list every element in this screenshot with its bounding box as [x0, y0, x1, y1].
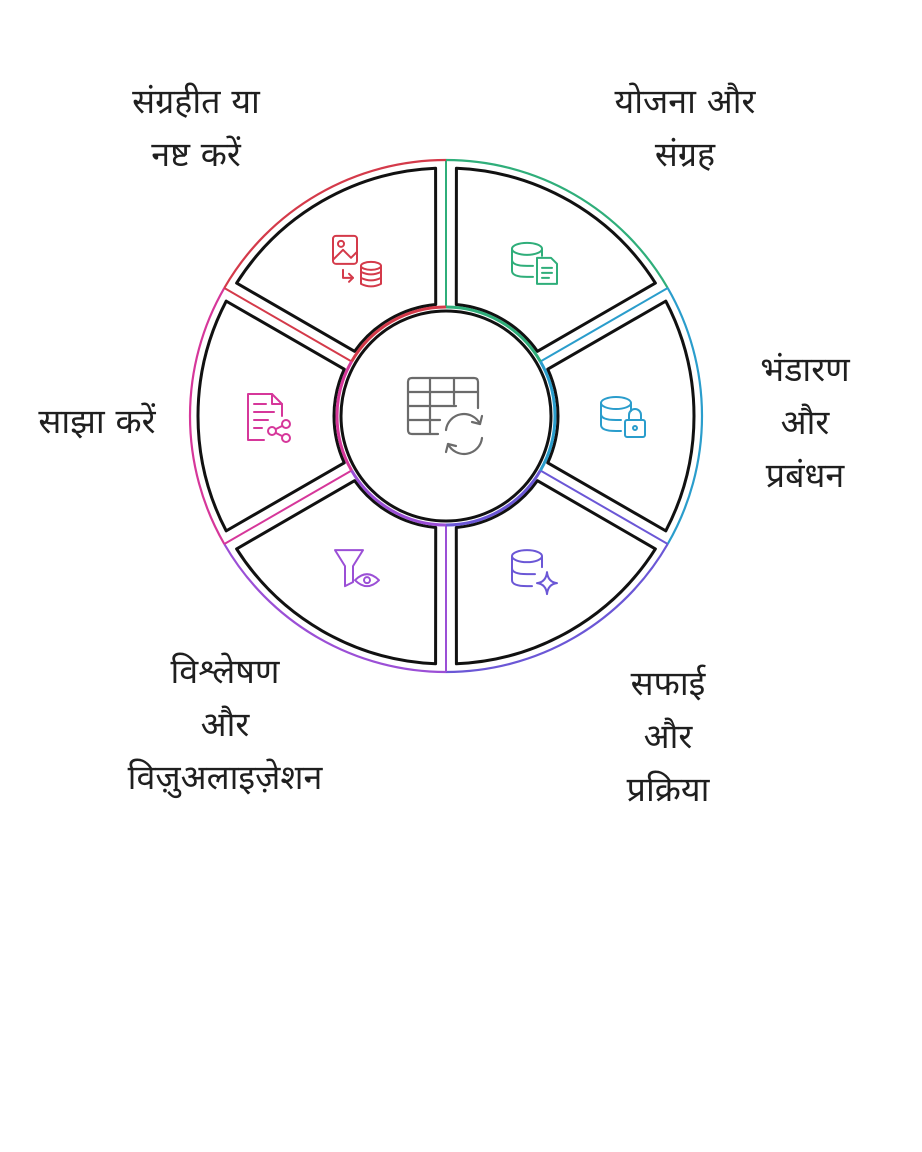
outer-ring-arc-plan — [445, 158, 669, 289]
center-hub — [339, 309, 553, 523]
divider-line-store — [539, 287, 669, 363]
segment-clean — [454, 479, 657, 666]
segment-analyze — [235, 479, 438, 666]
segment-archive — [235, 166, 438, 353]
stage-label-archive: संग्रहीत या नष्ट करें — [132, 82, 260, 175]
divider-line-share — [223, 469, 353, 545]
divider-line-clean — [539, 469, 669, 545]
stage-label-analyze: विश्लेषण और विज़ुअलाइज़ेशन — [127, 652, 323, 798]
outer-ring-arc-analyze — [223, 543, 447, 674]
table-sync-icon — [406, 376, 484, 456]
outer-ring-arc-clean — [445, 543, 669, 674]
database-lock-icon — [600, 396, 646, 438]
outer-ring-arcs — [188, 158, 704, 674]
segments — [196, 166, 696, 666]
stage-label-store: भंडारण और प्रबंधन — [760, 350, 850, 496]
inner-ring-arc-plan — [445, 305, 542, 363]
outer-ring-arc-archive — [223, 158, 447, 289]
stage-label-share: साझा करें — [38, 402, 156, 442]
database-sparkle-icon — [511, 549, 558, 596]
segment-share — [196, 299, 346, 533]
segment-store — [546, 299, 696, 533]
segment-plan — [454, 166, 657, 353]
database-document-icon — [511, 241, 558, 285]
filter-eye-icon — [334, 549, 380, 588]
inner-ring-arc-store — [539, 360, 557, 472]
stage-label-plan: योजना और संग्रह — [614, 82, 756, 175]
stage-label-clean: सफाई और प्रक्रिया — [626, 664, 710, 810]
inner-ring-arc-analyze — [350, 469, 447, 527]
inner-ring-arc-clean — [445, 469, 542, 527]
inner-ring-arcs — [335, 305, 557, 527]
image-to-database-icon — [332, 234, 382, 288]
document-share-icon — [247, 393, 291, 443]
divider-line-archive — [223, 287, 353, 363]
inner-ring-arc-archive — [350, 305, 447, 363]
outer-ring-arc-share — [188, 287, 226, 545]
outer-ring-arc-store — [666, 287, 704, 545]
inner-ring-arc-share — [335, 360, 353, 472]
